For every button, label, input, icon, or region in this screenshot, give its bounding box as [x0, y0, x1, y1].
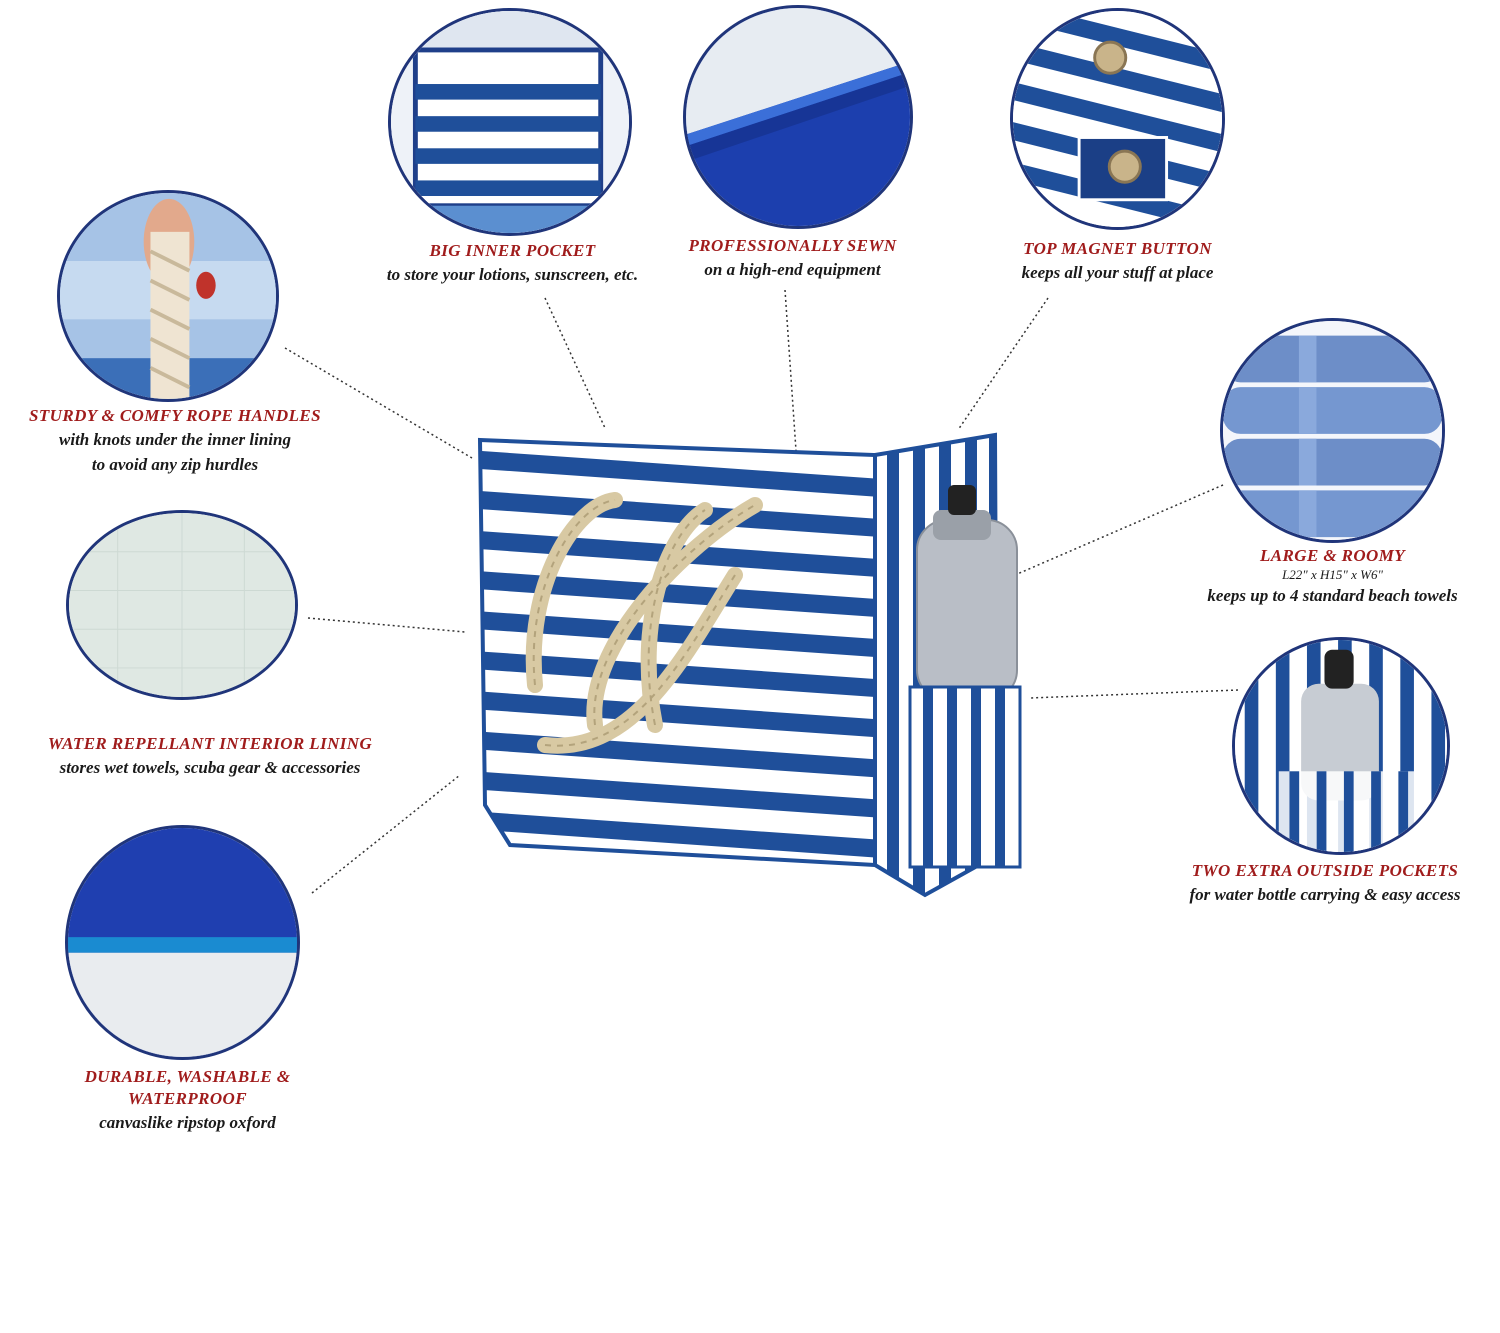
feature-title: LARGE & ROOMY	[1260, 546, 1405, 565]
inner-pocket-photo	[388, 8, 632, 236]
leader-line-pockets	[1029, 689, 1239, 699]
feature-title: BIG INNER POCKET	[429, 241, 596, 260]
feature-title-line2: WATERPROOF	[128, 1089, 247, 1108]
towels-photo	[1220, 318, 1445, 543]
feature-description: canvaslike ripstop oxford	[99, 1113, 276, 1132]
leader-line-sewn	[784, 289, 798, 466]
feature-durable: DURABLE, WASHABLE & WATERPROOF canvaslik…	[35, 1066, 340, 1135]
feature-title-line1: DURABLE, WASHABLE &	[84, 1067, 291, 1086]
feature-title: TWO EXTRA OUTSIDE POCKETS	[1191, 861, 1459, 880]
leader-line-durable	[311, 774, 461, 894]
feature-description: keeps all your stuff at place	[1021, 263, 1214, 282]
feature-title: PROFESSIONALLY SEWN	[688, 236, 897, 255]
beach-bag-illustration	[477, 432, 1022, 898]
leader-line-magnet	[957, 297, 1049, 431]
leader-line-rope	[284, 347, 473, 459]
feature-description-line1: with knots under the inner lining	[59, 430, 291, 449]
feature-large-roomy: LARGE & ROOMY L22" x H15" x W6" keeps up…	[1160, 545, 1500, 608]
sewn-fabric-photo	[683, 5, 913, 229]
feature-rope-handles: STURDY & COMFY ROPE HANDLES with knots u…	[0, 405, 350, 477]
feature-description: keeps up to 4 standard beach towels	[1207, 586, 1458, 605]
feature-big-inner-pocket: BIG INNER POCKET to store your lotions, …	[340, 240, 685, 287]
leader-line-inner-pocket	[544, 297, 606, 429]
feature-professionally-sewn: PROFESSIONALLY SEWN on a high-end equipm…	[635, 235, 950, 282]
feature-title: WATER REPELLANT INTERIOR LINING	[47, 734, 373, 753]
feature-description: stores wet towels, scuba gear & accessor…	[59, 758, 361, 777]
feature-description: for water bottle carrying & easy access	[1189, 885, 1461, 904]
rope-handle-photo	[57, 190, 279, 402]
feature-dimensions: L22" x H15" x W6"	[1282, 567, 1383, 582]
feature-description-line2: to avoid any zip hurdles	[91, 455, 259, 474]
outside-pocket-photo	[1232, 637, 1450, 855]
durable-fabric-photo	[65, 825, 300, 1060]
lining-fabric-photo	[66, 510, 298, 700]
feature-title: TOP MAGNET BUTTON	[1023, 239, 1212, 258]
feature-top-magnet-button: TOP MAGNET BUTTON keeps all your stuff a…	[975, 238, 1260, 285]
feature-interior-lining: WATER REPELLANT INTERIOR LINING stores w…	[0, 733, 420, 780]
feature-outside-pockets: TWO EXTRA OUTSIDE POCKETS for water bott…	[1150, 860, 1500, 907]
feature-description: to store your lotions, sunscreen, etc.	[386, 265, 639, 284]
feature-description: on a high-end equipment	[704, 260, 881, 279]
feature-title: STURDY & COMFY ROPE HANDLES	[29, 406, 321, 425]
leader-line-lining	[307, 617, 466, 633]
magnet-button-photo	[1010, 8, 1225, 230]
